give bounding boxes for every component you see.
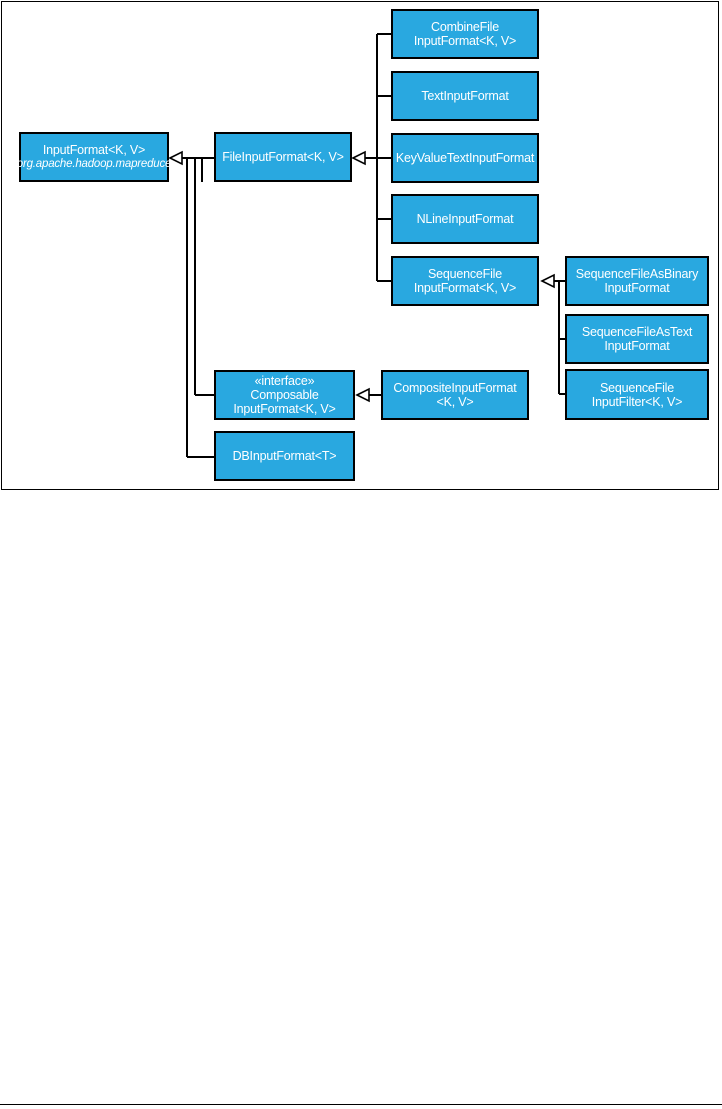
page-bottom-rule bbox=[0, 1104, 722, 1105]
combine-file-label-1: CombineFile bbox=[431, 20, 499, 34]
sequence-file-label-1: SequenceFile bbox=[427, 267, 503, 281]
seq-filter-label-2: InputFilter<K, V> bbox=[591, 394, 683, 409]
seq-as-text-label-1: SequenceFileAsText bbox=[581, 325, 693, 339]
input-format-package: org.apache.hadoop.mapreduce bbox=[16, 158, 172, 170]
composite-label-2: <K, V> bbox=[436, 395, 474, 409]
sequence-file-input-filter-box: SequenceFile InputFilter<K, V> bbox=[565, 369, 709, 420]
db-input-format-label: DBInputFormat<T> bbox=[232, 449, 337, 463]
db-input-format-box: DBInputFormat<T> bbox=[214, 431, 355, 481]
text-input-format-label: TextInputFormat bbox=[421, 89, 509, 103]
sequence-file-label-2: InputFormat<K, V> bbox=[413, 281, 517, 295]
seq-as-binary-label-2: InputFormat bbox=[604, 281, 670, 295]
text-input-format-box: TextInputFormat bbox=[391, 71, 539, 121]
input-format-box: InputFormat<K, V> org.apache.hadoop.mapr… bbox=[16, 132, 172, 182]
composable-label-1: Composable bbox=[250, 388, 319, 402]
input-format-label: InputFormat<K, V> bbox=[42, 143, 146, 157]
seq-filter-label-1: SequenceFile bbox=[599, 380, 675, 395]
composite-input-format-box: CompositeInputFormat <K, V> bbox=[381, 370, 529, 420]
file-input-format-label: FileInputFormat<K, V> bbox=[222, 150, 344, 164]
composable-label-2: InputFormat<K, V> bbox=[233, 402, 336, 416]
diagram-frame: InputFormat<K, V> org.apache.hadoop.mapr… bbox=[1, 1, 719, 490]
composable-input-format-box: «interface» Composable InputFormat<K, V> bbox=[214, 370, 355, 420]
combine-file-label-2: InputFormat<K, V> bbox=[413, 34, 517, 48]
seq-as-binary-label-1: SequenceFileAsBinary bbox=[575, 267, 699, 281]
combine-file-input-format-box: CombineFile InputFormat<K, V> bbox=[391, 9, 539, 59]
nline-input-format-box: NLineInputFormat bbox=[391, 194, 539, 244]
sequence-file-input-format-box: SequenceFile InputFormat<K, V> bbox=[391, 256, 539, 306]
seq-as-text-label-2: InputFormat bbox=[604, 339, 670, 353]
connector-lines bbox=[168, 33, 566, 458]
sequence-file-as-text-box: SequenceFileAsText InputFormat bbox=[565, 314, 709, 364]
composite-label-1: CompositeInputFormat bbox=[393, 381, 517, 395]
file-input-format-box: FileInputFormat<K, V> bbox=[214, 132, 352, 182]
composable-stereotype: «interface» bbox=[254, 374, 315, 388]
sequence-file-as-binary-box: SequenceFileAsBinary InputFormat bbox=[565, 256, 709, 306]
key-value-text-input-format-box: KeyValueTextInputFormat bbox=[391, 133, 539, 183]
nline-input-format-label: NLineInputFormat bbox=[416, 212, 514, 226]
key-value-text-input-format-label: KeyValueTextInputFormat bbox=[395, 151, 535, 165]
